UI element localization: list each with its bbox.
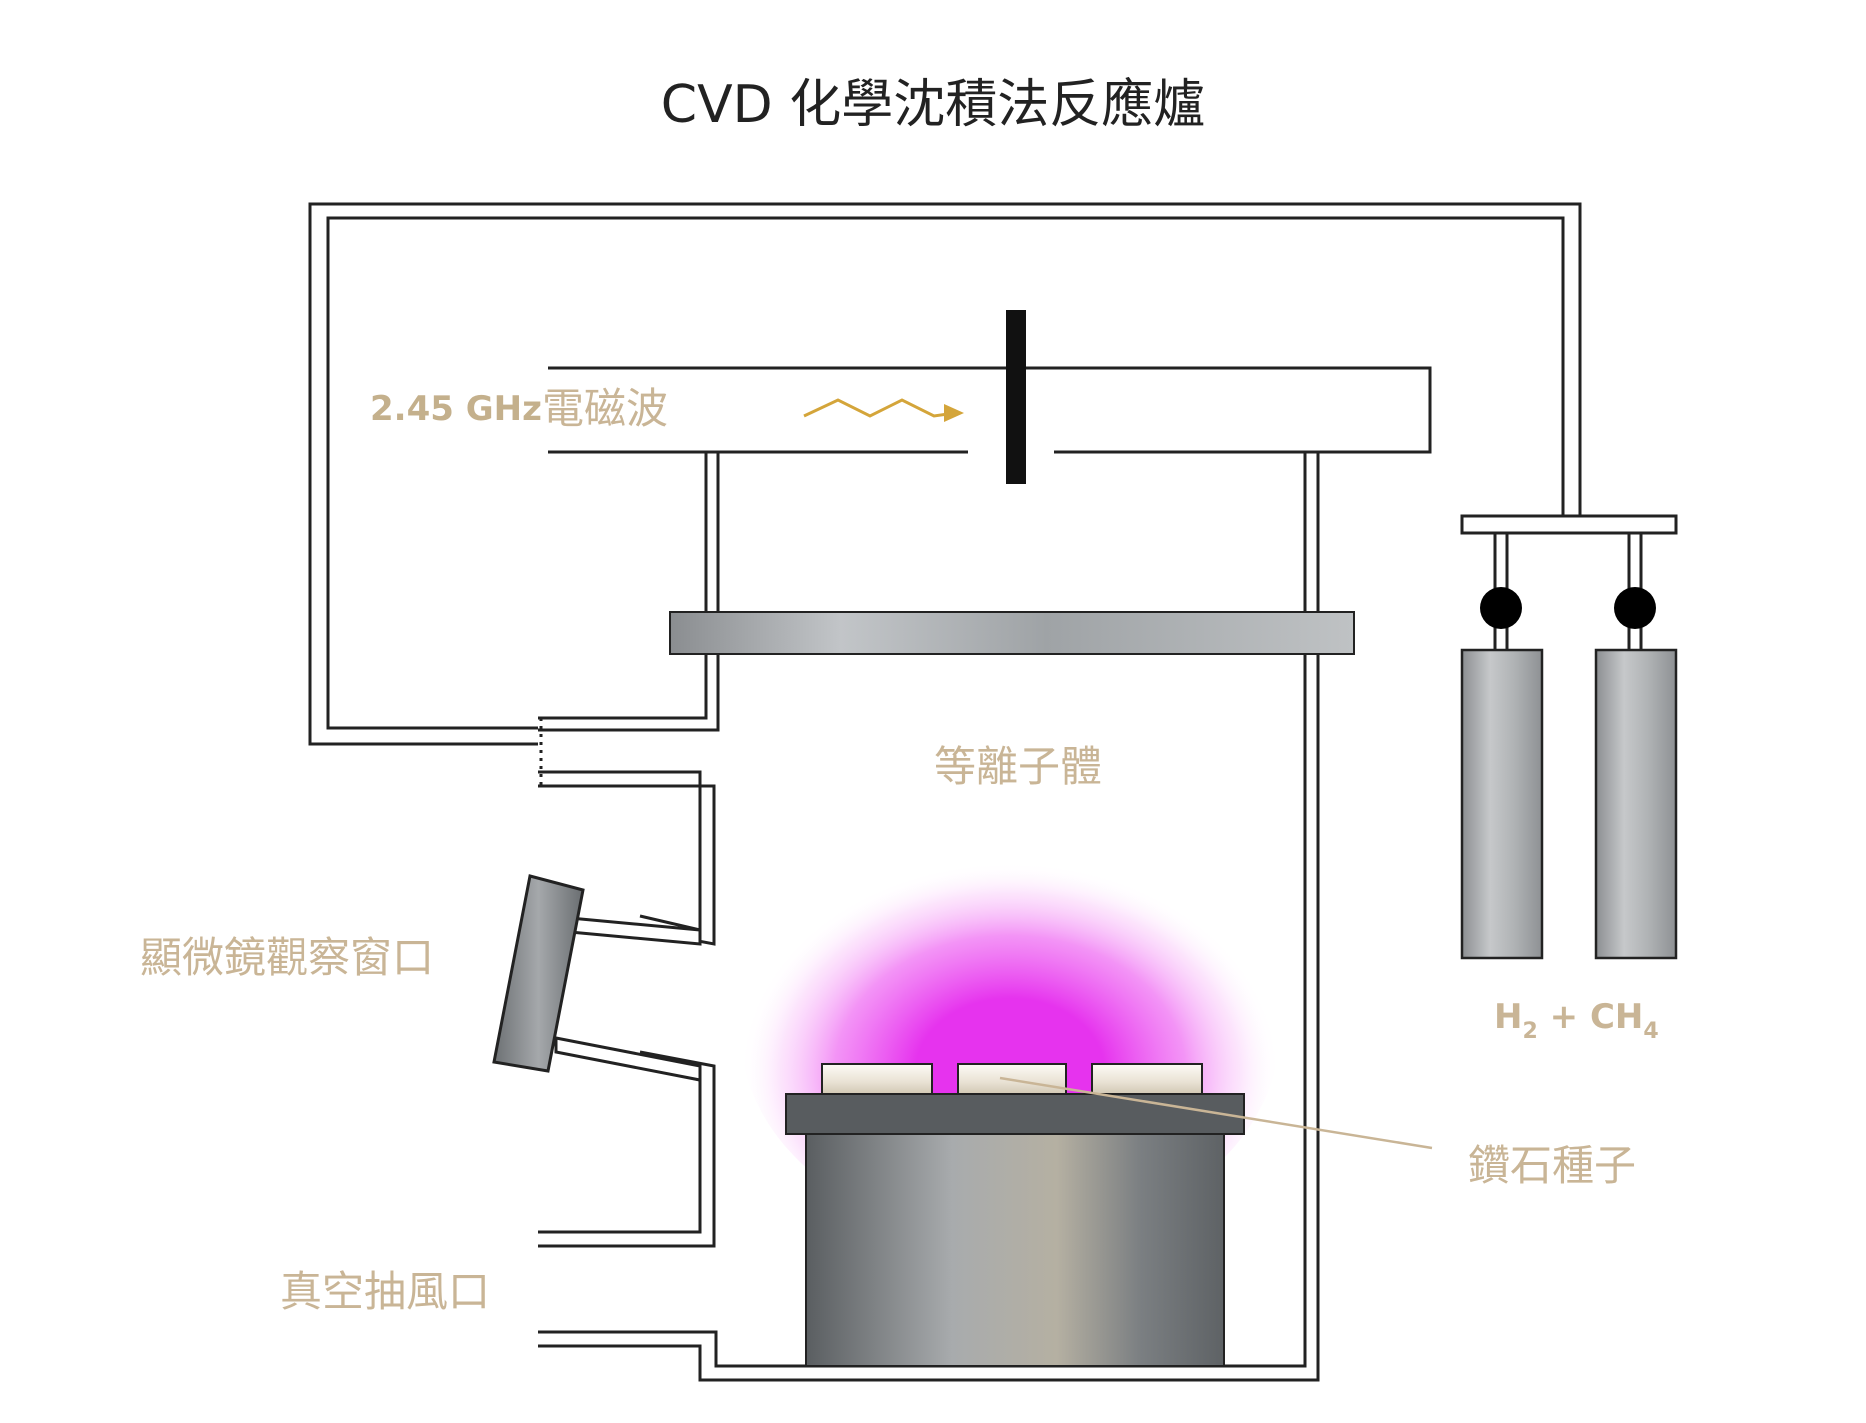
- microscope-window-label: 顯微鏡觀察窗口: [140, 933, 434, 982]
- gas-cylinder-group: [1460, 533, 1678, 960]
- microwave-antenna: [1006, 310, 1026, 484]
- gas-manifold: [1460, 514, 1678, 535]
- wave-arrow-icon: [803, 398, 964, 422]
- seeds-leader-line: [999, 1076, 1433, 1150]
- diamond-seeds: [821, 1063, 1203, 1095]
- valve-knob-icon: [1480, 587, 1522, 629]
- vacuum-port-label: 真空抽風口: [280, 1267, 490, 1316]
- microscope-window: [492, 874, 585, 1073]
- page-title: CVD 化學沈積法反應爐: [661, 75, 1205, 135]
- reactor-chamber: [538, 452, 1320, 1382]
- window-port-arms: [554, 916, 702, 1082]
- frequency-label: 2.45 GHz: [370, 389, 542, 429]
- plasma-label: 等離子體: [934, 742, 1102, 791]
- waveguide: [548, 366, 1432, 454]
- gas-cylinder-icon: [1460, 533, 1544, 960]
- substrate-stage: [785, 1093, 1245, 1367]
- em-wave-label: 電磁波: [542, 384, 668, 433]
- gas-cylinder-icon: [1594, 533, 1678, 960]
- diamond-seed: [821, 1063, 933, 1095]
- gas-feed-tube: [308, 202, 1582, 746]
- gas-mixture-label: H2 + CH4: [1494, 997, 1659, 1044]
- quartz-plate: [669, 611, 1355, 655]
- diamond-seed: [1091, 1063, 1203, 1095]
- valve-knob-icon: [1614, 587, 1656, 629]
- diamond-seeds-label: 鑽石種子: [1468, 1141, 1636, 1190]
